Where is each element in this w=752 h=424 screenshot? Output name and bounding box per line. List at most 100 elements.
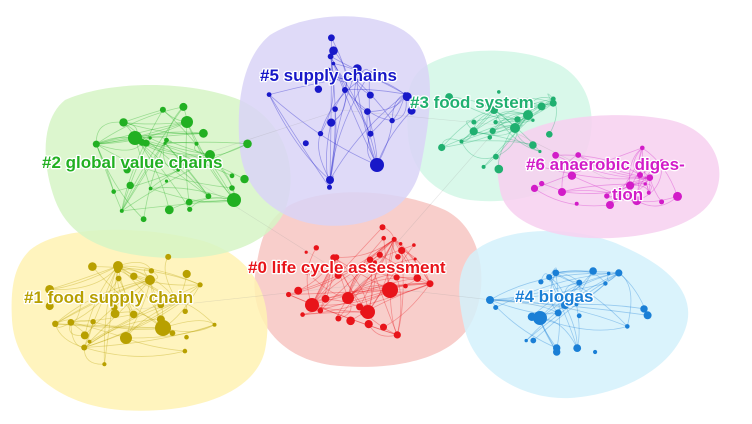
link-c4 <box>548 276 578 349</box>
link-c5 <box>333 63 406 95</box>
node-c3 <box>493 153 499 160</box>
link-c1 <box>84 324 215 348</box>
link-c5 <box>329 68 358 188</box>
link-c2 <box>123 122 204 135</box>
link-c4 <box>489 299 648 316</box>
node-c1 <box>169 330 176 336</box>
link-c5 <box>329 56 336 188</box>
node-c4 <box>486 296 494 304</box>
cluster-region-c2 <box>45 85 291 259</box>
node-c4 <box>615 269 623 277</box>
link-c0 <box>288 294 398 336</box>
node-c0 <box>300 312 305 317</box>
node-c0 <box>334 271 342 279</box>
link-c3 <box>461 98 554 142</box>
node-c6 <box>659 159 665 165</box>
node-c4 <box>524 338 528 343</box>
node-c5 <box>329 46 338 55</box>
node-c3 <box>515 127 519 131</box>
node-c0 <box>403 283 408 289</box>
node-c5 <box>352 64 362 73</box>
link-c4 <box>539 272 619 319</box>
node-c1 <box>155 320 171 336</box>
link-c5 <box>333 63 378 166</box>
node-c3 <box>487 135 493 140</box>
cluster-labels: #0 life cycle assessment #1 food supply … <box>23 65 686 309</box>
node-c3 <box>523 110 533 120</box>
link-c1 <box>49 265 119 290</box>
node-c1 <box>45 285 54 294</box>
node-c2 <box>230 195 240 204</box>
node-c5 <box>327 118 336 127</box>
link-c5 <box>330 56 371 134</box>
node-c6 <box>646 174 654 181</box>
link-c1 <box>84 300 184 348</box>
link-c1 <box>83 318 161 348</box>
node-c0 <box>321 294 330 303</box>
node-c6 <box>626 181 635 190</box>
link-c0 <box>347 239 395 299</box>
node-c6 <box>539 180 545 187</box>
link-c3 <box>495 119 519 158</box>
link-c0 <box>347 258 416 299</box>
link-c1 <box>55 279 151 325</box>
link-c1 <box>117 265 162 320</box>
node-c4 <box>533 311 547 325</box>
link-c6 <box>609 183 646 206</box>
link-c0 <box>383 283 431 328</box>
link-c5 <box>370 93 406 135</box>
node-c6 <box>646 190 651 195</box>
link-c3 <box>448 96 518 120</box>
link-c2 <box>121 106 184 212</box>
node-c1 <box>165 253 172 260</box>
link-c3 <box>461 100 502 142</box>
node-c1 <box>156 315 165 324</box>
link-c5 <box>328 69 357 83</box>
cluster-label-global-value-chains: #2 global value chains <box>42 153 222 172</box>
link-c0 <box>369 259 398 336</box>
node-c3 <box>481 164 486 169</box>
node-c1 <box>115 275 122 282</box>
node-c4 <box>576 279 583 286</box>
node-c6 <box>567 171 577 180</box>
link-c1 <box>55 323 164 329</box>
node-c6 <box>604 193 610 199</box>
link-c4 <box>489 299 559 314</box>
link-c4 <box>489 299 559 315</box>
node-c4 <box>574 302 579 307</box>
node-c3 <box>537 102 546 111</box>
node-c3 <box>471 119 477 125</box>
node-c4 <box>593 349 598 355</box>
node-c4 <box>493 305 499 310</box>
cluster-label-biogas: #4 biogas <box>515 287 593 306</box>
link-c0 <box>298 257 335 292</box>
node-c4 <box>640 305 648 313</box>
node-c5 <box>354 78 359 83</box>
node-c0 <box>393 274 400 281</box>
link-c1 <box>55 279 151 325</box>
link-c6 <box>561 190 637 201</box>
node-c2 <box>164 137 169 143</box>
link-c2 <box>150 154 211 189</box>
link-c0 <box>396 250 404 336</box>
cluster-label-food-system: #3 food system <box>410 93 534 112</box>
node-c0 <box>410 269 414 274</box>
link-c3 <box>493 109 540 152</box>
link-c0 <box>311 227 383 306</box>
link-c1 <box>89 279 151 342</box>
node-c6 <box>659 199 665 205</box>
node-c5 <box>367 130 374 137</box>
link-c4 <box>539 317 628 331</box>
link-c2 <box>164 142 209 197</box>
node-c3 <box>497 90 501 94</box>
node-c0 <box>376 251 383 258</box>
link-c1 <box>70 278 119 323</box>
node-c0 <box>391 236 397 242</box>
link-c5 <box>328 69 357 81</box>
link-c2 <box>149 137 211 156</box>
cluster-label-anaerobic-digestion-line2: tion <box>612 185 643 204</box>
node-c0 <box>342 292 354 304</box>
node-c0 <box>413 274 422 282</box>
node-c3 <box>538 149 542 154</box>
